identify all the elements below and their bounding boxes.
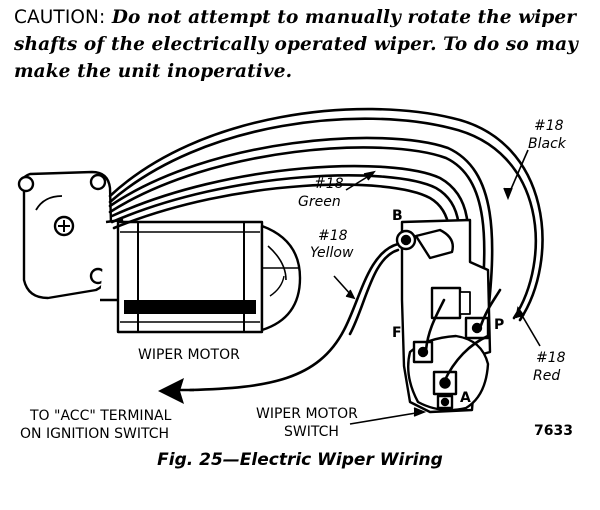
black-wire-color: Black	[528, 136, 567, 152]
figure-number: 7633	[534, 423, 573, 439]
wire-green-outer	[108, 136, 494, 332]
green-wire-gauge: #18	[314, 176, 344, 192]
mount-hole-top-left	[17, 175, 35, 193]
terminal-a-label: A	[460, 390, 471, 406]
red-wire-color: Red	[533, 368, 560, 384]
green-wire-color: Green	[298, 194, 341, 210]
terminal-p-label: P	[494, 317, 504, 333]
switch-label-line2: SWITCH	[284, 424, 339, 440]
terminal-f-label: F	[392, 325, 402, 341]
caution-note: CAUTION: Do not attempt to manually rota…	[14, 4, 594, 85]
caution-label: CAUTION:	[14, 7, 106, 28]
red-wire-gauge: #18	[536, 350, 566, 366]
wire-black-outer	[108, 107, 544, 322]
motor-body	[116, 220, 264, 334]
acc-arrow	[158, 378, 194, 404]
black-wire-gauge: #18	[534, 118, 564, 134]
wire-green-inner	[108, 146, 486, 334]
leader-lines	[333, 149, 541, 425]
figure-caption: Fig. 25—Electric Wiper Wiring	[157, 450, 443, 470]
motor-end-cap	[260, 224, 302, 332]
mount-hole-top-right	[89, 173, 107, 191]
wire-black-inner	[108, 117, 538, 320]
yellow-wire-gauge: #18	[318, 228, 348, 244]
wiper-motor-label: WIPER MOTOR	[138, 347, 240, 363]
acc-label-line1: TO "ACC" TERMINAL	[29, 408, 172, 424]
terminal-b-label: B	[392, 208, 403, 224]
yellow-wire-color: Yellow	[310, 245, 354, 261]
wire-ends	[188, 242, 502, 392]
switch-label-line1: WIPER MOTOR	[256, 406, 358, 422]
wire-yellow	[188, 242, 400, 392]
caution-text: Do not attempt to manually rotate the wi…	[14, 7, 579, 82]
wiper-motor	[17, 170, 302, 334]
acc-label-line2: ON IGNITION SWITCH	[20, 426, 169, 442]
